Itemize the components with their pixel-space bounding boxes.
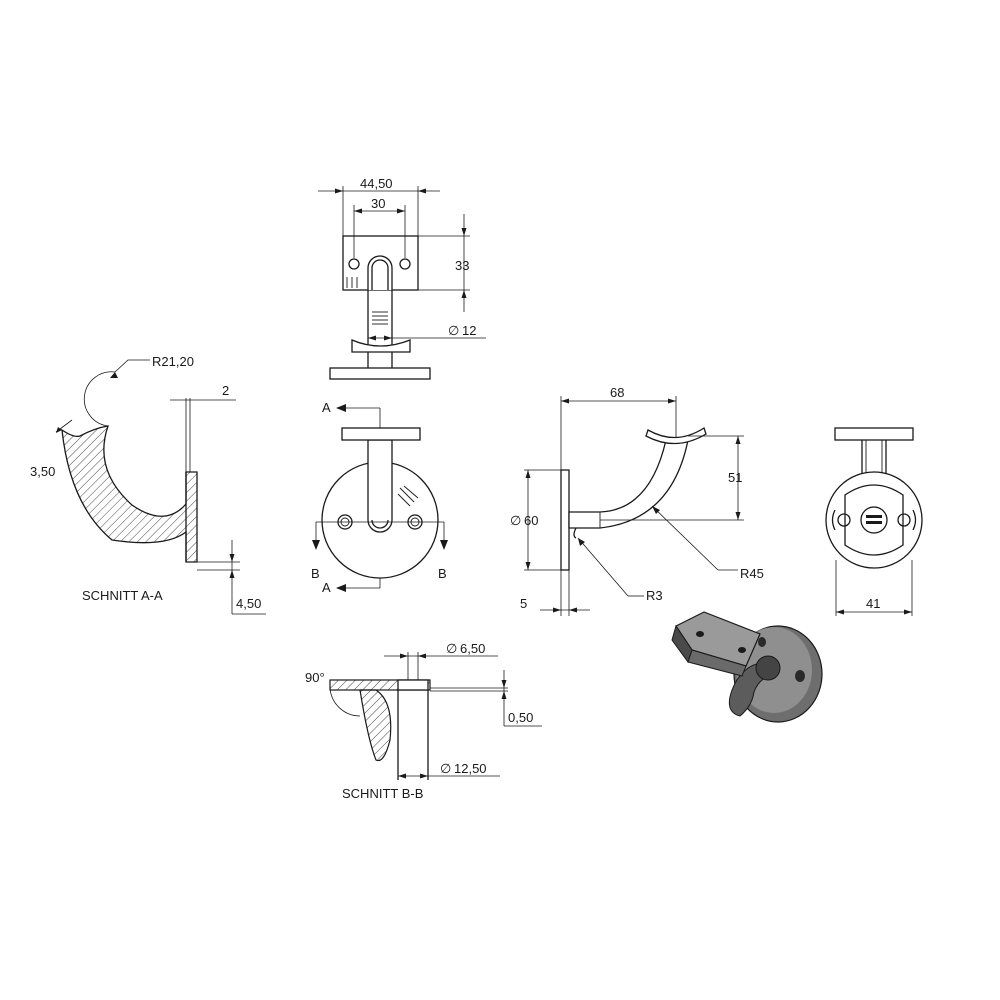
- side-view: 68 51 ∅ 60 R45 R3 5: [510, 385, 764, 616]
- top-view-screw-hole-left: [348, 258, 360, 270]
- cut-label-b-left: B: [311, 566, 320, 581]
- dim-label-44-50: 44,50: [360, 176, 393, 191]
- dim-label-2: 2: [222, 383, 229, 398]
- side-view-arm: [568, 439, 689, 529]
- top-view-stem-top: [367, 255, 393, 290]
- back-view-center-boss: [860, 506, 888, 534]
- front-view: A A B B: [311, 400, 448, 595]
- section-b-b-plate: [329, 679, 431, 691]
- dim-label-r3: R3: [646, 588, 663, 603]
- section-b-b-wedge: [359, 689, 392, 762]
- dim-label-dia-6-50: 6,50: [460, 641, 485, 656]
- top-view: 44,50 30 33 ∅ 12: [318, 176, 486, 380]
- dim-label-dia-60: 60: [524, 513, 538, 528]
- dim-label-41: 41: [866, 596, 880, 611]
- dim-label-90-deg: 90°: [305, 670, 325, 685]
- front-view-saddle: [341, 427, 421, 441]
- back-view: 41: [825, 427, 923, 616]
- dim-label-4-50: 4,50: [236, 596, 261, 611]
- cut-label-b-right: B: [438, 566, 447, 581]
- dim-label-33: 33: [455, 258, 469, 273]
- dim-label-51: 51: [728, 470, 742, 485]
- section-a-a-profile: [61, 425, 198, 563]
- section-a-a-label: SCHNITT A-A: [82, 588, 163, 603]
- back-view-slot-left: [837, 513, 851, 527]
- side-view-saddle: [645, 427, 707, 445]
- top-view-rail-saddle: [329, 367, 431, 380]
- top-view-screw-hole-right: [399, 258, 411, 270]
- dim-label-68: 68: [610, 385, 624, 400]
- section-b-b: 90° ∅ 6,50 0,50 ∅ 12,50 SCHNITT B-B: [305, 641, 542, 801]
- dim-label-r21-20: R21,20: [152, 354, 194, 369]
- dim-label-r45: R45: [740, 566, 764, 581]
- dim-diameter-symbol: ∅: [448, 323, 459, 338]
- section-b-b-label: SCHNITT B-B: [342, 786, 423, 801]
- dim-diameter-symbol-60: ∅: [510, 513, 521, 528]
- dim-label-0-50: 0,50: [508, 710, 533, 725]
- dim-diameter-symbol-12-50: ∅: [440, 761, 451, 776]
- dim-diameter-symbol-6-50: ∅: [446, 641, 457, 656]
- section-a-a: R21,20 2 3,50 4,50 SCHNITT A-A: [30, 354, 266, 615]
- back-view-saddle: [834, 427, 914, 441]
- dim-label-30: 30: [371, 196, 385, 211]
- dim-label-5: 5: [520, 596, 527, 611]
- dim-label-dia-12-50: 12,50: [454, 761, 487, 776]
- back-view-slot-right: [897, 513, 911, 527]
- cut-label-a-top: A: [322, 400, 331, 415]
- back-view-rosette: [825, 471, 923, 569]
- isometric-product-view: [671, 611, 823, 723]
- dim-label-3-50: 3,50: [30, 464, 55, 479]
- dim-label-dia-12: 12: [462, 323, 476, 338]
- side-view-rosette: [560, 469, 570, 571]
- cut-label-a-bottom: A: [322, 580, 331, 595]
